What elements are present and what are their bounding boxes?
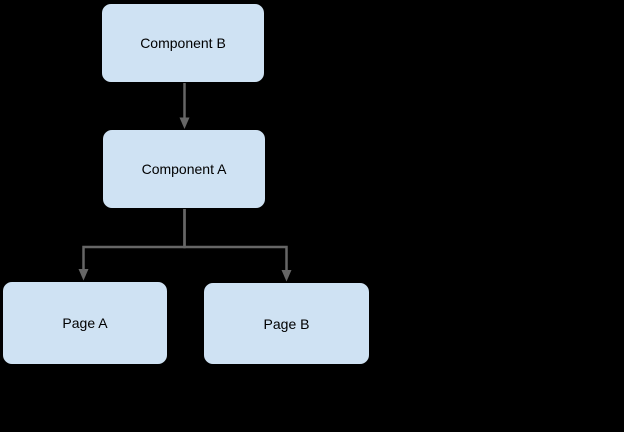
edge-component-b-to-component-a	[179, 83, 190, 129]
node-page-b: Page B	[203, 282, 370, 365]
edge-component-a-to-page-a	[78, 209, 186, 281]
node-label-page-b: Page B	[263, 315, 310, 332]
node-label-page-a: Page A	[62, 315, 108, 331]
edge-line	[183, 209, 288, 271]
node-component-b: Component B	[101, 3, 265, 83]
arrowhead-down-icon	[179, 117, 190, 129]
edge-line	[82, 209, 186, 270]
arrowhead-down-icon	[78, 269, 89, 281]
node-page-a: Page A	[2, 281, 168, 365]
node-component-a: Component A	[102, 129, 266, 209]
node-label-component-a: Component A	[141, 161, 227, 177]
node-label-component-b: Component B	[140, 35, 226, 51]
arrowhead-down-icon	[281, 270, 292, 282]
edge-component-a-to-page-b	[183, 209, 292, 282]
